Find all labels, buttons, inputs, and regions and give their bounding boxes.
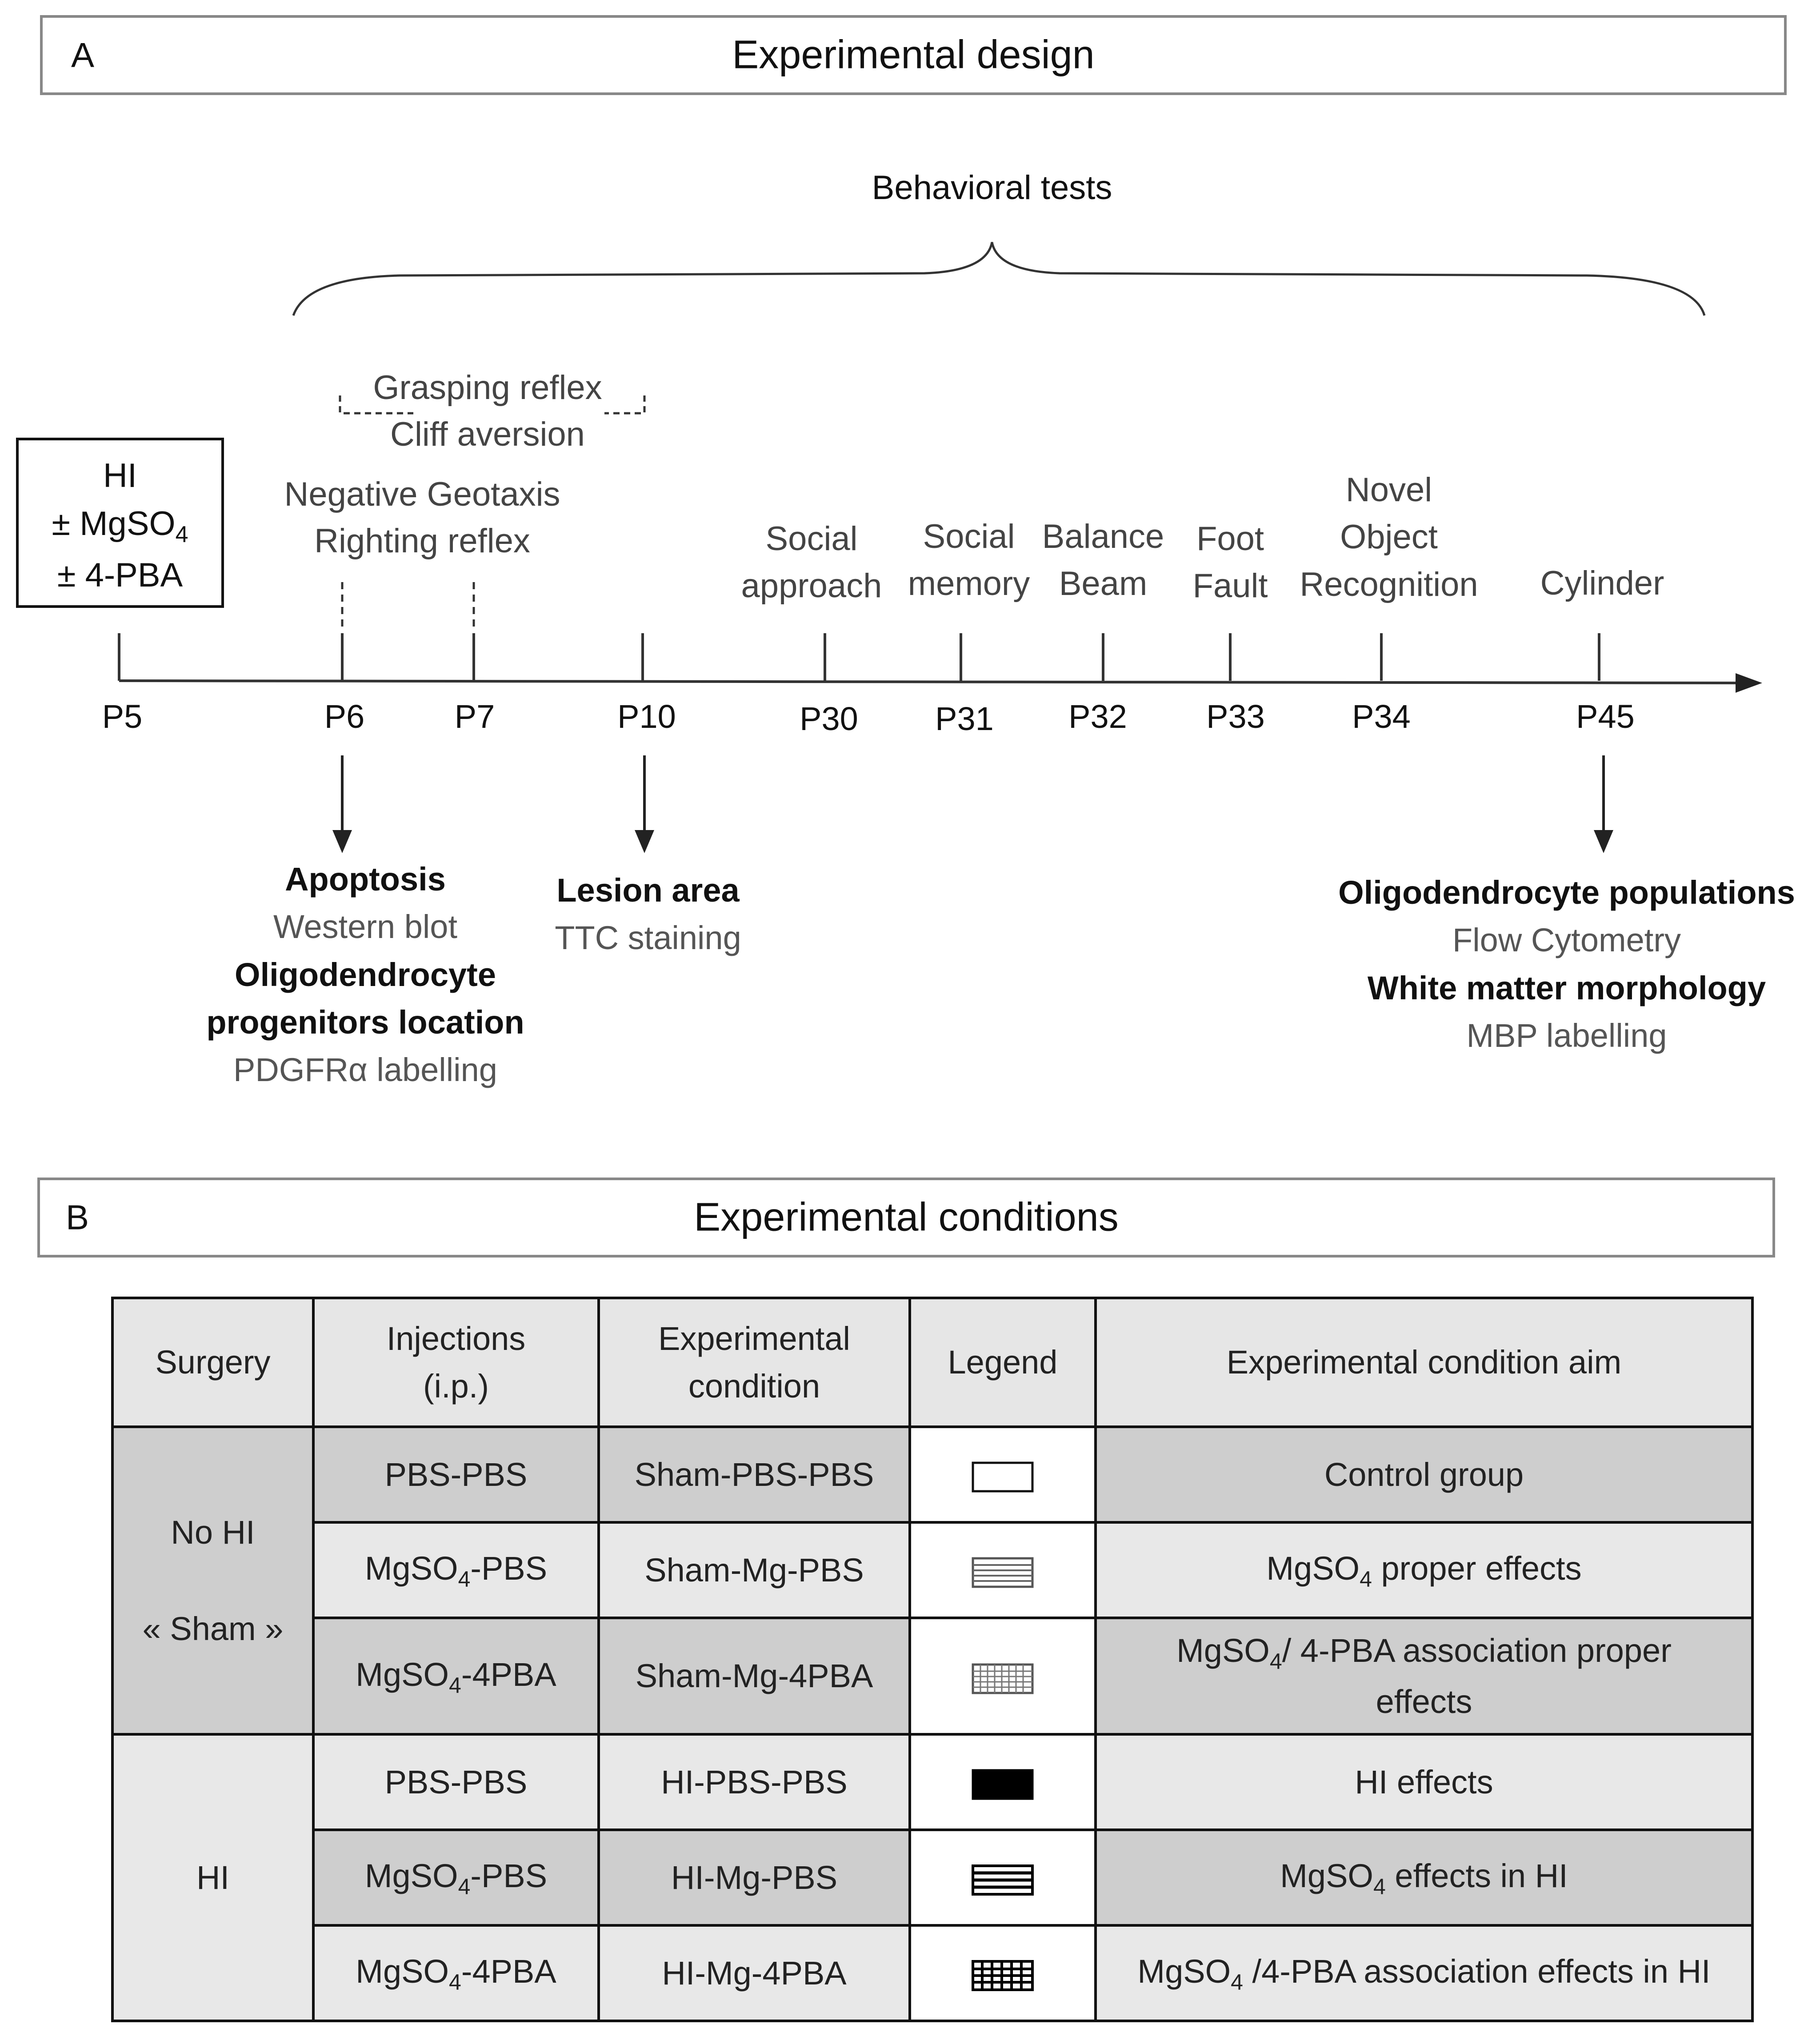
legend-cell (908, 1521, 1097, 1619)
surgery-cell-hi: HI (111, 1733, 315, 2022)
outcome-ttc-staining: TTC staining (555, 919, 741, 957)
condition-cell: Sham-Mg-4PBA (597, 1617, 911, 1736)
timepoint-label: P34 (1352, 698, 1411, 735)
header-injections: Injections(i.p.) (312, 1297, 600, 1428)
dashed-bracket (339, 395, 646, 415)
cylinder-label: Cylinder (1540, 564, 1664, 602)
condition-cell: Sham-Mg-PBS (597, 1521, 911, 1619)
timepoint-label: P31 (935, 700, 994, 737)
timepoint-label: P6 (324, 698, 365, 735)
outcome-arrows (341, 755, 1605, 831)
outcome-progenitors-location: progenitors location (206, 1003, 524, 1041)
injection-cell: MgSO4-PBS (312, 1521, 600, 1619)
legend-cell (908, 1828, 1097, 1927)
header-surgery: Surgery (111, 1297, 315, 1428)
condition-cell: Sham-PBS-PBS (597, 1425, 911, 1524)
timeline-ticks (118, 633, 1600, 681)
panel-b-letter: B (66, 1198, 89, 1237)
outcome-western-blot: Western blot (273, 908, 458, 946)
righting-reflex-label: Righting reflex (314, 522, 530, 560)
legend-cell (908, 1733, 1097, 1831)
panel-a-header: A Experimental design (40, 15, 1787, 95)
timepoint-label: P7 (454, 698, 495, 735)
outcome-flow-cytometry: Flow Cytometry (1452, 922, 1681, 959)
header-legend: Legend (908, 1297, 1097, 1428)
legend-cell (908, 1924, 1097, 2022)
aim-cell: MgSO4 effects in HI (1094, 1828, 1754, 1927)
timepoint-label: P5 (102, 698, 143, 735)
p10-outcomes: Lesion area TTC staining (555, 866, 741, 962)
aim-cell: Control group (1094, 1425, 1754, 1524)
aim-cell: MgSO4 /4-PBA association effects in HI (1094, 1924, 1754, 2022)
panel-a-title: Experimental design (732, 32, 1095, 77)
injection-cell: PBS-PBS (312, 1425, 600, 1524)
timeline-arrowhead (1736, 673, 1762, 693)
aim-cell: MgSO4 proper effects (1094, 1521, 1754, 1619)
treatment-4pba: ± 4-PBA (57, 556, 183, 594)
table-row: HI PBS-PBS HI-PBS-PBS HI effects (111, 1733, 1754, 2022)
injection-cell: MgSO4-4PBA (312, 1924, 600, 2022)
treatment-mgso4: ± MgSO4 (52, 504, 188, 548)
header-aim: Experimental condition aim (1094, 1297, 1754, 1428)
timepoint-label: P33 (1206, 698, 1265, 735)
table-row: MgSO4-4PBA HI-Mg-4PBA MgSO4 /4-PBA assoc… (112, 1924, 1754, 2022)
table-row: No HI « Sham » PBS-PBS Sham-PBS-PBS Cont… (111, 1425, 1754, 1736)
legend-empty-swatch (972, 1461, 1034, 1493)
timeline-diagram (118, 242, 1762, 853)
condition-cell: HI-Mg-4PBA (597, 1924, 911, 2022)
legend-solid-swatch (972, 1769, 1034, 1800)
condition-cell: HI-Mg-PBS (597, 1828, 911, 1927)
negative-geotaxis-label: Negative Geotaxis (284, 475, 560, 513)
timepoint-label: P10 (617, 698, 676, 735)
panel-b-title: Experimental conditions (694, 1195, 1119, 1240)
table-row: MgSO4-PBS Sham-Mg-PBS MgSO4 proper effec… (112, 1521, 1754, 1619)
grasping-reflex-label: Grasping reflex (373, 369, 602, 407)
legend-cell (908, 1617, 1097, 1736)
outcome-apoptosis: Apoptosis (285, 861, 446, 898)
outcome-white-matter-morphology: White matter morphology (1367, 969, 1766, 1006)
panel-b-header: B Experimental conditions (37, 1178, 1775, 1258)
legend-light-grid-swatch (972, 1663, 1034, 1694)
treatment-hi: HI (103, 457, 137, 495)
outcome-oligodendrocyte: Oligodendrocyte (235, 956, 496, 993)
condition-cell: HI-PBS-PBS (597, 1733, 911, 1831)
timepoint-label: P30 (800, 700, 858, 737)
surgery-cell-sham: No HI « Sham » (111, 1425, 315, 1736)
legend-cell (908, 1425, 1097, 1524)
outcome-mbp-labelling: MBP labelling (1466, 1017, 1667, 1054)
outcome-pdgfra-labelling: PDGFRα labelling (233, 1051, 497, 1089)
dashed-guides (341, 582, 475, 631)
legend-dark-grid-swatch (972, 1960, 1034, 1992)
injection-cell: MgSO4-4PBA (312, 1617, 600, 1736)
outcome-lesion-area: Lesion area (556, 872, 740, 909)
timepoint-label: P32 (1068, 698, 1127, 735)
aim-cell: HI effects (1094, 1733, 1754, 1831)
behavioral-brace (292, 242, 1706, 316)
panel-a-letter: A (71, 35, 95, 75)
legend-light-stripes-swatch (972, 1557, 1034, 1588)
p45-outcomes: Oligodendrocyte populations Flow Cytomet… (1338, 869, 1795, 1059)
p6-outcomes: Apoptosis Western blot Oligodendrocyte p… (206, 855, 524, 1094)
legend-dark-stripes-swatch (972, 1864, 1034, 1896)
timepoint-label: P45 (1576, 698, 1635, 735)
table-row: MgSO4-4PBA Sham-Mg-4PBA MgSO4/ 4-PBA ass… (112, 1617, 1754, 1736)
outcome-oligodendrocyte-populations: Oligodendrocyte populations (1338, 874, 1795, 911)
timeline-axis (119, 679, 1736, 684)
treatment-box: HI ± MgSO4 ± 4-PBA (16, 438, 224, 608)
cliff-aversion-label: Cliff aversion (390, 415, 585, 453)
behavioral-tests-label: Behavioral tests (872, 169, 1112, 207)
injection-cell: PBS-PBS (312, 1733, 600, 1831)
injection-cell: MgSO4-PBS (312, 1828, 600, 1927)
table-row: MgSO4-PBS HI-Mg-PBS MgSO4 effects in HI (112, 1828, 1754, 1927)
